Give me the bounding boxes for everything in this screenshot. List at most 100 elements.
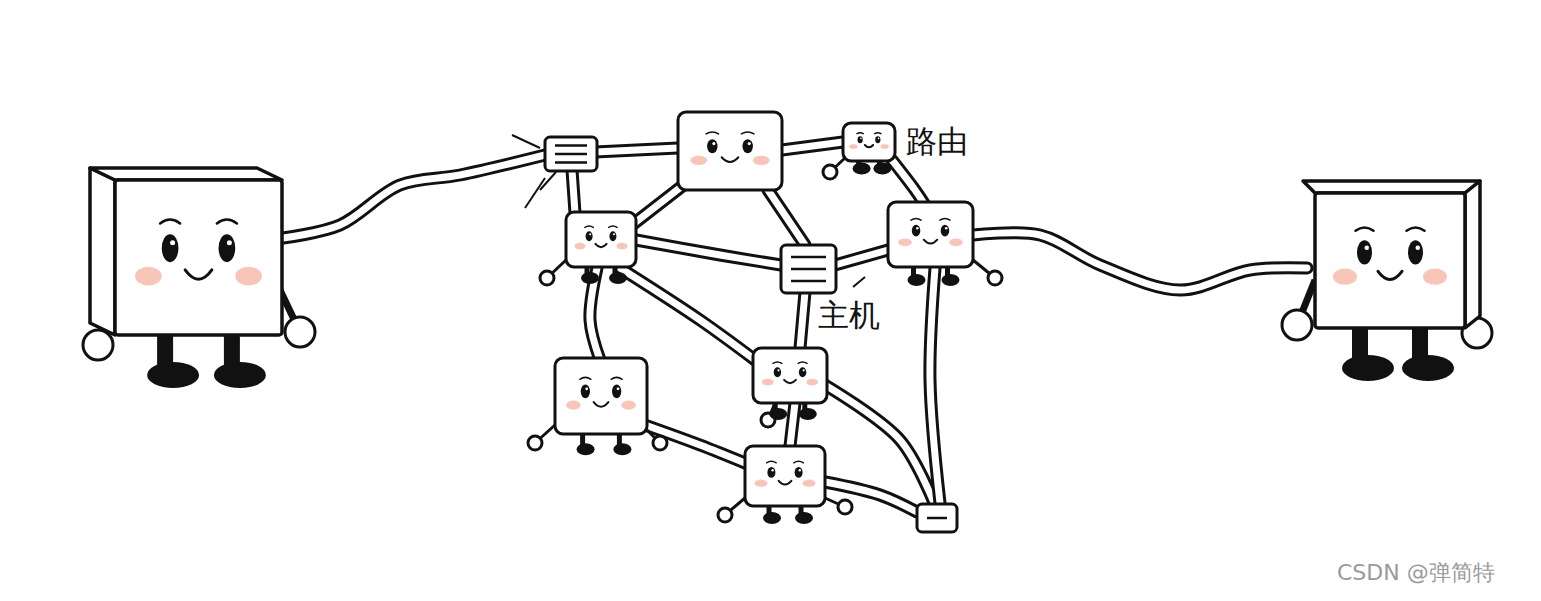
box-character — [888, 202, 1002, 286]
router-label: 路由 — [906, 124, 968, 160]
character-blush — [803, 480, 816, 487]
cable-outline — [572, 170, 575, 213]
character-foot — [147, 362, 199, 388]
cable-core — [790, 403, 795, 446]
cable-outline — [595, 148, 678, 152]
box-side — [1465, 181, 1480, 328]
character-hand — [988, 271, 1002, 285]
eye-shine — [712, 142, 715, 145]
character-smile — [185, 270, 212, 279]
character-body — [678, 112, 782, 190]
character-blush — [574, 243, 585, 250]
character-foot — [613, 443, 631, 455]
host-box — [545, 137, 597, 171]
cable-outline — [283, 155, 545, 238]
leader-line — [853, 277, 865, 287]
character-brow — [940, 219, 950, 221]
box-character — [678, 112, 782, 190]
box-top — [1303, 181, 1480, 193]
eye-shine — [1416, 245, 1421, 250]
cable-core — [283, 155, 545, 238]
character-hand — [285, 317, 315, 347]
character-foot — [942, 274, 960, 286]
eye-shine — [945, 227, 948, 230]
cable-core — [645, 425, 745, 463]
eye-shine — [585, 387, 588, 390]
cable-core — [768, 190, 805, 245]
host-slot — [555, 153, 587, 156]
character-foot — [853, 163, 871, 175]
character-eye — [581, 385, 590, 399]
character-brow — [611, 377, 622, 379]
cable-outline — [973, 233, 1307, 290]
box-character — [528, 358, 667, 455]
character-eye — [1408, 240, 1423, 264]
eye-shine — [170, 240, 175, 245]
cable-core — [636, 240, 781, 265]
eye-shine — [1365, 245, 1370, 250]
cable-outline — [768, 190, 805, 245]
character-foot — [1342, 355, 1394, 381]
character-eye — [774, 367, 781, 377]
character-smile — [784, 380, 796, 383]
box-character — [83, 168, 315, 388]
cable-outline — [782, 142, 843, 150]
character-eye — [586, 231, 593, 241]
host-slot — [791, 268, 826, 271]
character-brow — [857, 132, 863, 134]
character-hand — [528, 436, 542, 450]
eye-shine — [777, 369, 779, 371]
cable-core — [572, 170, 575, 213]
character-brow — [1356, 227, 1374, 230]
character-brow — [794, 461, 804, 463]
spark-line — [512, 135, 540, 148]
cable-core — [800, 292, 805, 348]
character-blush — [616, 243, 627, 250]
box-character — [1282, 181, 1492, 381]
character-blush — [1423, 269, 1447, 285]
character-blush — [880, 144, 888, 149]
cable-core — [620, 268, 755, 360]
character-eye — [612, 385, 621, 399]
character-hand — [718, 508, 732, 522]
character-brow — [706, 132, 718, 134]
character-blush — [1333, 269, 1357, 285]
character-hand — [838, 500, 852, 514]
eye-shine — [617, 387, 620, 390]
characters — [83, 112, 1492, 524]
character-body — [753, 348, 827, 403]
host-box — [781, 245, 836, 293]
character-hand — [1282, 310, 1312, 340]
character-body — [745, 446, 825, 506]
character-foot — [763, 512, 781, 524]
character-blush — [235, 267, 262, 286]
character-foot — [908, 274, 926, 286]
character-hand — [83, 330, 113, 360]
cable-outline — [835, 250, 888, 265]
cable-core — [973, 233, 1307, 290]
character-brow — [767, 461, 777, 463]
character-body — [566, 212, 636, 267]
character-blush — [566, 401, 581, 410]
character-eye — [858, 136, 863, 143]
character-body — [888, 202, 973, 267]
character-blush — [755, 480, 768, 487]
character-brow — [741, 132, 753, 134]
eye-shine — [799, 469, 801, 471]
character-brow — [160, 220, 180, 224]
box-character — [540, 212, 636, 285]
character-blush — [949, 238, 963, 246]
hosts — [545, 137, 957, 532]
character-smile — [722, 157, 739, 162]
character-eye — [162, 234, 179, 262]
character-body — [1315, 193, 1465, 328]
character-brow — [580, 377, 591, 379]
character-blush — [753, 156, 770, 165]
box-character — [823, 123, 895, 179]
eye-shine — [227, 240, 232, 245]
character-brow — [1407, 227, 1425, 230]
cable-core — [595, 148, 678, 152]
character-foot — [799, 408, 817, 420]
character-blush — [690, 156, 707, 165]
eye-shine — [878, 138, 880, 140]
